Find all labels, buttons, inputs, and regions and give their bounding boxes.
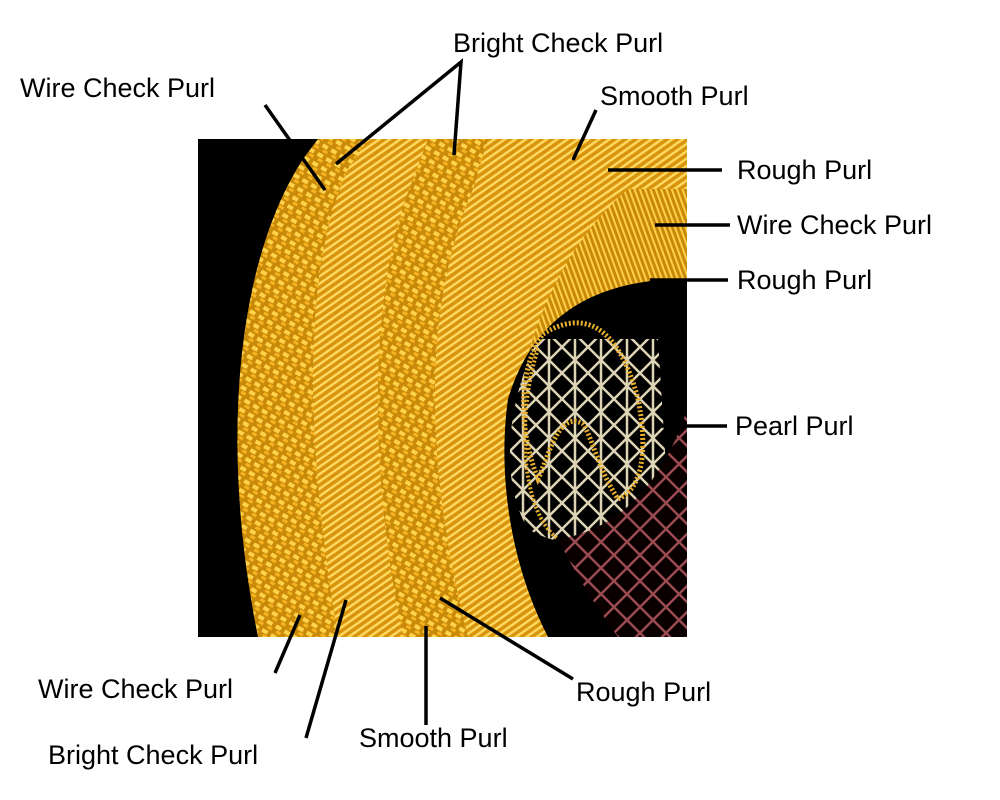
label-top-wire-check-purl: Wire Check Purl — [20, 73, 216, 103]
label-right-pearl-purl: Pearl Purl — [735, 411, 854, 441]
label-top-bright-check-purl: Bright Check Purl — [453, 28, 664, 58]
goldwork-embroidery-photo — [198, 139, 687, 637]
label-right-wire-check-purl: Wire Check Purl — [737, 210, 933, 240]
label-bottom-bright-check-purl: Bright Check Purl — [48, 740, 259, 770]
label-bottom-rough-purl: Rough Purl — [576, 677, 712, 707]
label-top-smooth-purl: Smooth Purl — [600, 81, 749, 111]
label-bottom-wire-check-purl: Wire Check Purl — [38, 674, 234, 704]
label-right-rough-purl-2: Rough Purl — [737, 265, 873, 295]
label-bottom-smooth-purl: Smooth Purl — [359, 723, 508, 753]
label-right-rough-purl-1: Rough Purl — [737, 155, 873, 185]
embroidery-illustration — [198, 139, 687, 637]
